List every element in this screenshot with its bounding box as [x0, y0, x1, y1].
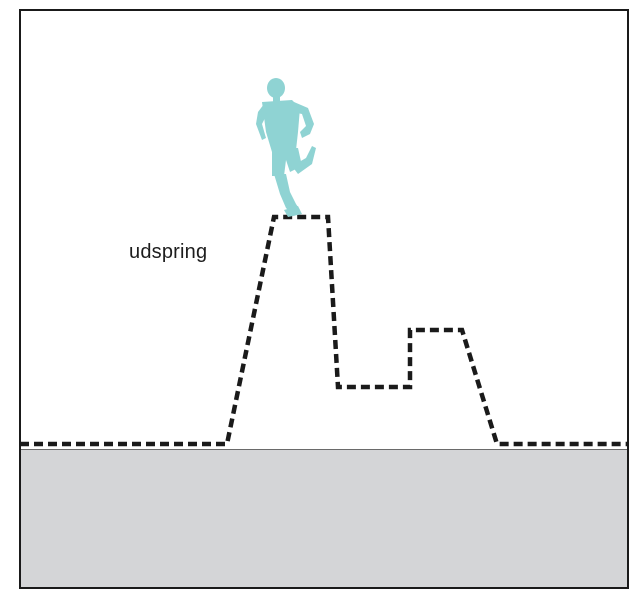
running-person-icon: [256, 78, 316, 217]
udspring-label: udspring: [129, 241, 207, 264]
terrain-outline: [20, 217, 628, 444]
